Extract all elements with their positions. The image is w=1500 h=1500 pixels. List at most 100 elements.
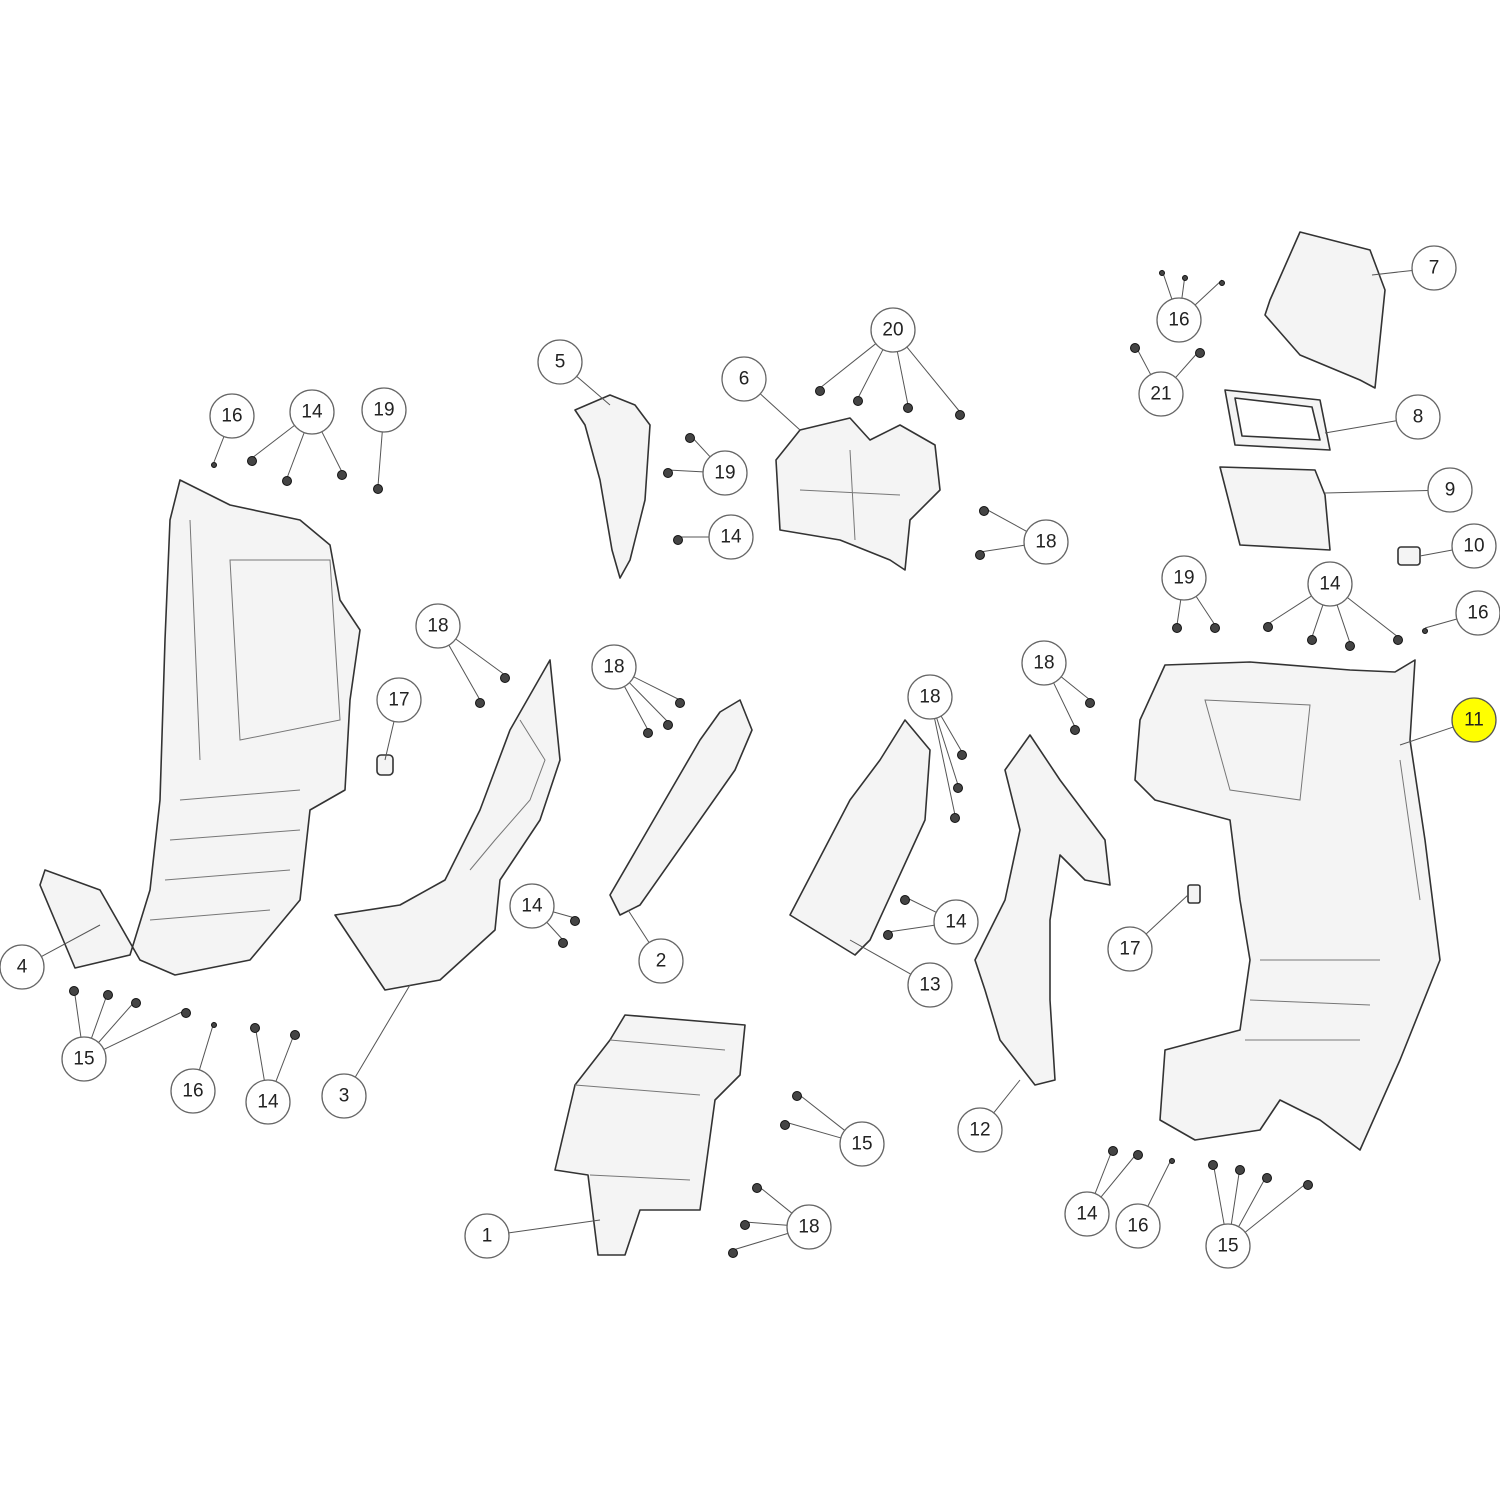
callout-16[interactable]: 16	[209, 393, 255, 439]
callout-number: 15	[851, 1134, 872, 1155]
callout-8[interactable]: 8	[1395, 394, 1441, 440]
leader-line	[103, 1009, 187, 1050]
callout-circle	[591, 644, 637, 690]
fastener-19	[1172, 623, 1182, 633]
callout-14[interactable]: 14	[1064, 1191, 1110, 1237]
callout-16[interactable]: 16	[1156, 297, 1202, 343]
fastener-20	[853, 396, 863, 406]
callout-circle	[1451, 697, 1497, 743]
leader-line	[198, 1021, 215, 1071]
leader-line	[1324, 420, 1397, 434]
callout-number: 14	[1319, 574, 1341, 595]
fastener-14	[1263, 622, 1273, 632]
callout-1[interactable]: 1	[464, 1213, 510, 1259]
left-floor-detail	[149, 519, 341, 921]
leader-line	[796, 1092, 846, 1131]
cover-6	[775, 417, 941, 571]
callout-number: 14	[521, 896, 543, 917]
fastener-18	[1085, 698, 1095, 708]
callout-14[interactable]: 14	[1307, 561, 1353, 607]
bracket-5	[574, 394, 651, 579]
leader-line	[904, 896, 937, 913]
callout-19[interactable]: 19	[361, 387, 407, 433]
callout-20[interactable]: 20	[870, 307, 916, 353]
fastener-18	[675, 698, 685, 708]
callout-2[interactable]: 2	[638, 938, 684, 984]
callout-18[interactable]: 18	[1023, 519, 1069, 565]
leader-line	[455, 638, 506, 676]
leader-line	[627, 909, 650, 943]
leader-line	[90, 991, 109, 1039]
leader-line	[384, 721, 395, 761]
callout-circle	[957, 1107, 1003, 1153]
leader-line	[633, 676, 681, 701]
callout-7[interactable]: 7	[1411, 245, 1457, 291]
fastener-14	[290, 1030, 300, 1040]
callout-number: 19	[714, 463, 735, 484]
callout-number: 15	[73, 1049, 94, 1070]
callout-9[interactable]: 9	[1427, 467, 1473, 513]
callout-18[interactable]: 18	[591, 644, 637, 690]
callout-14[interactable]: 14	[933, 899, 979, 945]
fastener-21	[1195, 348, 1205, 358]
callout-circle	[376, 677, 422, 723]
leader-line	[1147, 1157, 1173, 1207]
callout-circle	[870, 307, 916, 353]
callout-number: 16	[1127, 1216, 1148, 1237]
callout-18[interactable]: 18	[907, 674, 953, 720]
callout-4[interactable]: 4	[0, 944, 45, 990]
callout-19[interactable]: 19	[702, 450, 748, 496]
callout-13[interactable]: 13	[907, 962, 953, 1008]
leader-line	[1267, 595, 1312, 625]
callout-number: 18	[1035, 532, 1056, 553]
callout-15[interactable]: 15	[61, 1036, 107, 1082]
callout-18[interactable]: 18	[415, 603, 461, 649]
callout-circle	[1021, 640, 1067, 686]
callout-16[interactable]: 16	[170, 1068, 216, 1114]
leader-line	[1336, 604, 1351, 644]
callout-number: 13	[919, 975, 940, 996]
callout-12[interactable]: 12	[957, 1107, 1003, 1153]
callout-circle	[1205, 1223, 1251, 1269]
callout-16[interactable]: 16	[1455, 590, 1500, 636]
fastener-15	[103, 990, 113, 1000]
callout-15[interactable]: 15	[839, 1121, 885, 1167]
callout-11[interactable]: 11	[1451, 697, 1497, 743]
callout-14[interactable]: 14	[245, 1079, 291, 1125]
callout-14[interactable]: 14	[708, 514, 754, 560]
fastener-18	[475, 698, 485, 708]
callout-14[interactable]: 14	[509, 883, 555, 929]
fastener-15	[1303, 1180, 1313, 1190]
leader-line	[1195, 596, 1216, 626]
callout-18[interactable]: 18	[1021, 640, 1067, 686]
callout-17[interactable]: 17	[376, 677, 422, 723]
fastener-14	[1393, 635, 1403, 645]
leader-line	[321, 431, 343, 473]
callout-6[interactable]: 6	[721, 356, 767, 402]
leader-line	[934, 718, 956, 816]
callout-19[interactable]: 19	[1161, 555, 1207, 601]
callout-circle	[933, 899, 979, 945]
callout-circle	[509, 883, 555, 929]
fastener-14	[1345, 641, 1355, 651]
leader-line	[1100, 1151, 1139, 1198]
callout-5[interactable]: 5	[537, 339, 583, 385]
callout-17[interactable]: 17	[1107, 926, 1153, 972]
callout-3[interactable]: 3	[321, 1073, 367, 1119]
fasteners-layer	[69, 270, 1428, 1258]
callout-number: 18	[427, 616, 448, 637]
callout-18[interactable]: 18	[786, 1204, 832, 1250]
leader-line	[576, 375, 611, 406]
callout-21[interactable]: 21	[1138, 371, 1184, 417]
callout-14[interactable]: 14	[289, 389, 335, 435]
callout-16[interactable]: 16	[1115, 1203, 1161, 1249]
callout-10[interactable]: 10	[1451, 523, 1497, 569]
leader-line	[354, 984, 411, 1078]
callout-15[interactable]: 15	[1205, 1223, 1251, 1269]
callout-number: 14	[720, 527, 742, 548]
fastener-14	[558, 938, 568, 948]
leader-line	[213, 436, 225, 463]
callout-number: 16	[182, 1081, 203, 1102]
